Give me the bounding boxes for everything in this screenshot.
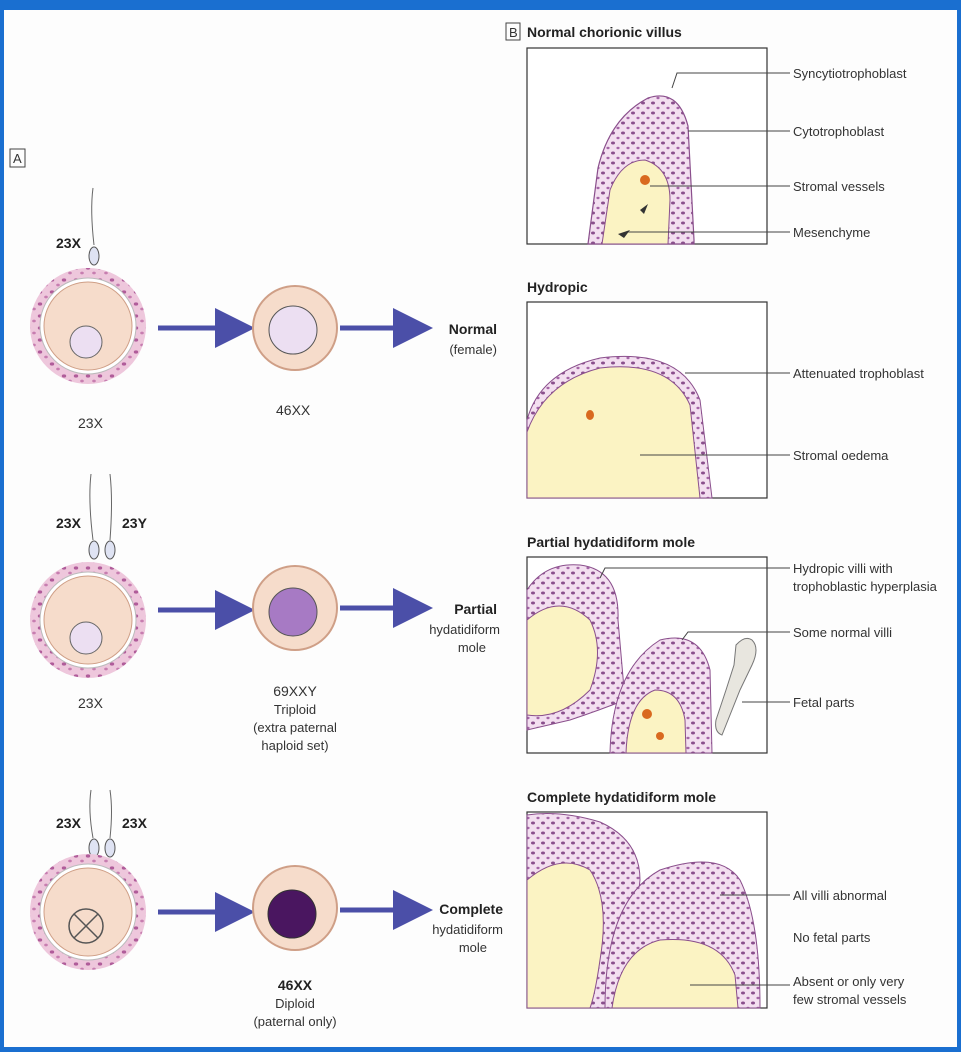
stromal-vessel [640, 175, 650, 185]
egg-label: 23X [78, 695, 104, 711]
zygote-label: 46XX [278, 977, 313, 993]
sperm-tail [90, 790, 93, 838]
box-partial-mole: Partial hydatidiform mole Hydropic villi… [527, 534, 938, 753]
outcome-subtitle: (female) [449, 342, 497, 357]
panel-b-letter: B [509, 25, 518, 40]
zygote-nucleus-triploid [269, 588, 317, 636]
box-complete-mole: Complete hydatidiform mole All villi abn… [527, 789, 907, 1008]
egg-nucleus [70, 622, 102, 654]
abnormal-villus-stroma [527, 863, 603, 1008]
label: Mesenchyme [793, 225, 870, 240]
outcome-title: Partial [454, 601, 497, 617]
outcome-title: Complete [439, 901, 503, 917]
egg-nucleus [70, 326, 102, 358]
sperm-tail [110, 474, 112, 540]
sperm-head [105, 839, 115, 857]
panel-a: A 23X 23X 46XX Normal (female) [10, 149, 503, 1029]
zygote-note: (extra paternal [253, 720, 337, 735]
sperm-label: 23X [56, 815, 82, 831]
zygote-note: Triploid [274, 702, 316, 717]
box-title: Partial hydatidiform mole [527, 534, 695, 550]
sperm-tail [110, 790, 112, 838]
zygote-label: 69XXY [273, 683, 317, 699]
box-hydropic: Hydropic Attenuated trophoblast Stromal … [527, 279, 924, 498]
outcome-subtitle: hydatidiform [432, 922, 503, 937]
label: Stromal oedema [793, 448, 889, 463]
label: trophoblastic hyperplasia [793, 579, 938, 594]
outcome-subtitle: mole [459, 940, 487, 955]
zygote-nucleus [269, 306, 317, 354]
zygote-nucleus-diploid [268, 890, 316, 938]
label: All villi abnormal [793, 888, 887, 903]
label: No fetal parts [793, 930, 871, 945]
zygote-note: haploid set) [261, 738, 328, 753]
label: Stromal vessels [793, 179, 885, 194]
label: Fetal parts [793, 695, 855, 710]
row-partial: 23X 23Y 23X 69XXY Triploid (extra patern… [30, 474, 500, 753]
stromal-vessel [586, 410, 594, 420]
zygote-label: 46XX [276, 402, 311, 418]
outcome-title: Normal [449, 321, 497, 337]
box-title: Hydropic [527, 279, 588, 295]
outcome-subtitle: hydatidiform [429, 622, 500, 637]
label: Attenuated trophoblast [793, 366, 924, 381]
label: Hydropic villi with [793, 561, 893, 576]
sperm-tail [92, 188, 94, 245]
label: Cytotrophoblast [793, 124, 884, 139]
sperm-label-x: 23X [56, 515, 82, 531]
row-normal: 23X 23X 46XX Normal (female) [30, 188, 497, 431]
sperm-head [89, 247, 99, 265]
label: Absent or only very [793, 974, 905, 989]
label: few stromal vessels [793, 992, 907, 1007]
label: Some normal villi [793, 625, 892, 640]
zygote-note: (paternal only) [253, 1014, 336, 1029]
row-complete: 23X 23X 46XX Diploid (paternal only) Com… [30, 790, 503, 1029]
sperm-tail [90, 474, 93, 540]
label: Syncytiotrophoblast [793, 66, 907, 81]
sperm-head [89, 541, 99, 559]
sperm-head [105, 541, 115, 559]
sperm-label-y: 23Y [122, 515, 148, 531]
box-normal-villus: Normal chorionic villus Syncytiotrophobl… [527, 24, 907, 244]
panel-b: B Normal chorionic villus Syncytiotropho… [506, 23, 938, 1008]
stromal-vessel [642, 709, 652, 719]
sperm-label: 23X [56, 235, 82, 251]
box-title: Normal chorionic villus [527, 24, 682, 40]
stromal-vessel [656, 732, 664, 740]
sperm-label: 23X [122, 815, 148, 831]
panel-a-letter: A [13, 151, 22, 166]
outcome-subtitle: mole [458, 640, 486, 655]
zygote-note: Diploid [275, 996, 315, 1011]
egg-label: 23X [78, 415, 104, 431]
box-title: Complete hydatidiform mole [527, 789, 716, 805]
